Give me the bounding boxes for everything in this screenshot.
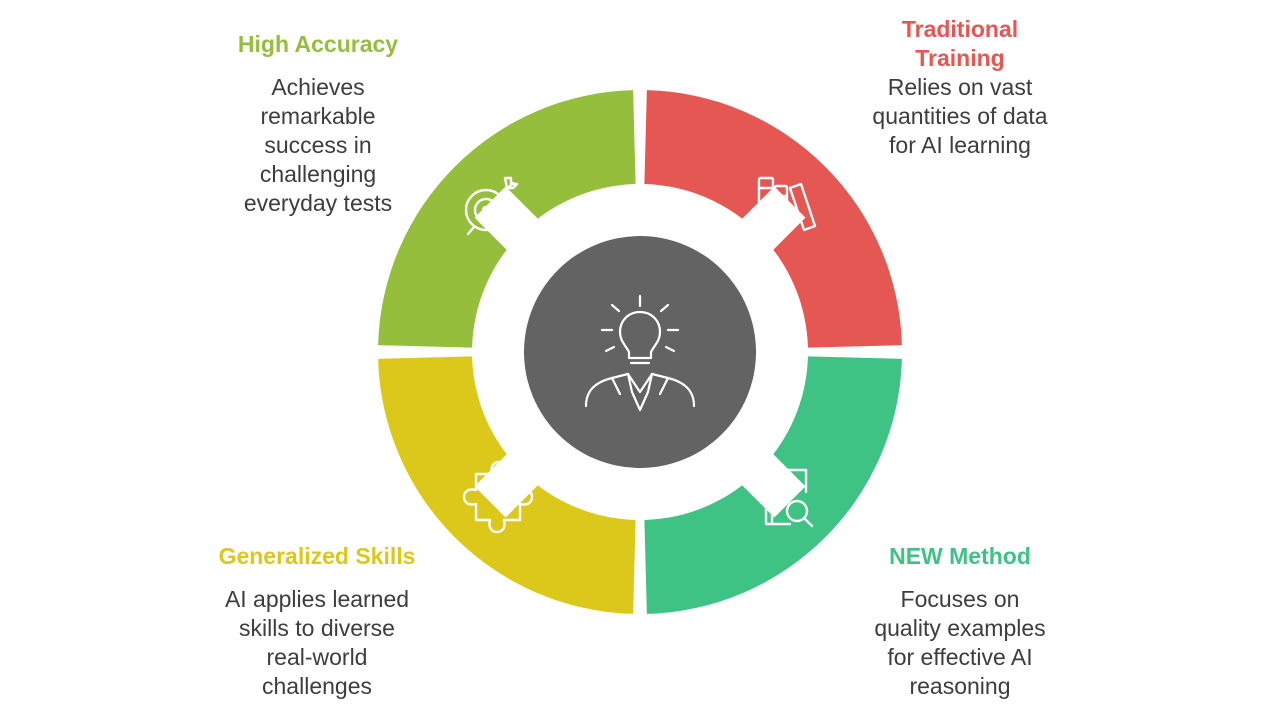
- body-line: everyday tests: [243, 190, 393, 216]
- ring-notch: [730, 442, 806, 518]
- label-new-method: NEW Method Focuses on quality examples f…: [840, 542, 1080, 701]
- body-line: skills to diverse: [239, 615, 395, 641]
- label-traditional-training: Traditional Training Relies on vast quan…: [840, 15, 1080, 160]
- body-high-accuracy: Achieves remarkable success in challengi…: [200, 73, 436, 218]
- body-line: for AI learning: [889, 132, 1031, 158]
- lightbulb-person-icon: [584, 294, 696, 412]
- body-line: quantities of data: [872, 103, 1048, 129]
- body-new-method: Focuses on quality examples for effectiv…: [840, 585, 1080, 701]
- body-line: AI applies learned: [224, 586, 410, 612]
- center-circle: [524, 236, 756, 468]
- ring-notch: [474, 186, 550, 262]
- heading-new-method: NEW Method: [889, 543, 1031, 569]
- heading-generalized-skills: Generalized Skills: [218, 543, 416, 569]
- body-line: success in: [264, 132, 372, 158]
- body-line: Focuses on: [900, 586, 1020, 612]
- body-line: real-world: [266, 644, 368, 670]
- body-line: challenges: [262, 673, 372, 699]
- target-icon: [464, 176, 519, 236]
- books-icon: [757, 176, 817, 234]
- body-traditional-training: Relies on vast quantities of data for AI…: [840, 73, 1080, 160]
- heading-high-accuracy: High Accuracy: [237, 31, 399, 57]
- body-line: for effective AI: [887, 644, 1033, 670]
- label-high-accuracy: High Accuracy Achieves remarkable succes…: [200, 30, 436, 218]
- heading-line: Training: [915, 45, 1005, 71]
- book-search-icon: [764, 468, 814, 528]
- body-line: challenging: [259, 161, 377, 187]
- body-line: quality examples: [874, 615, 1046, 641]
- body-generalized-skills: AI applies learned skills to diverse rea…: [190, 585, 444, 701]
- body-line: remarkable: [260, 103, 376, 129]
- puzzle-piece-icon: [462, 460, 534, 534]
- body-line: Achieves: [271, 74, 365, 100]
- ring-notch: [474, 442, 550, 518]
- ring-notches: [474, 186, 806, 518]
- heading-traditional-training: Traditional Training: [840, 15, 1080, 73]
- body-line: Relies on vast: [887, 74, 1033, 100]
- label-generalized-skills: Generalized Skills AI applies learned sk…: [190, 542, 444, 701]
- body-line: reasoning: [909, 673, 1011, 699]
- heading-line: Traditional: [901, 16, 1019, 42]
